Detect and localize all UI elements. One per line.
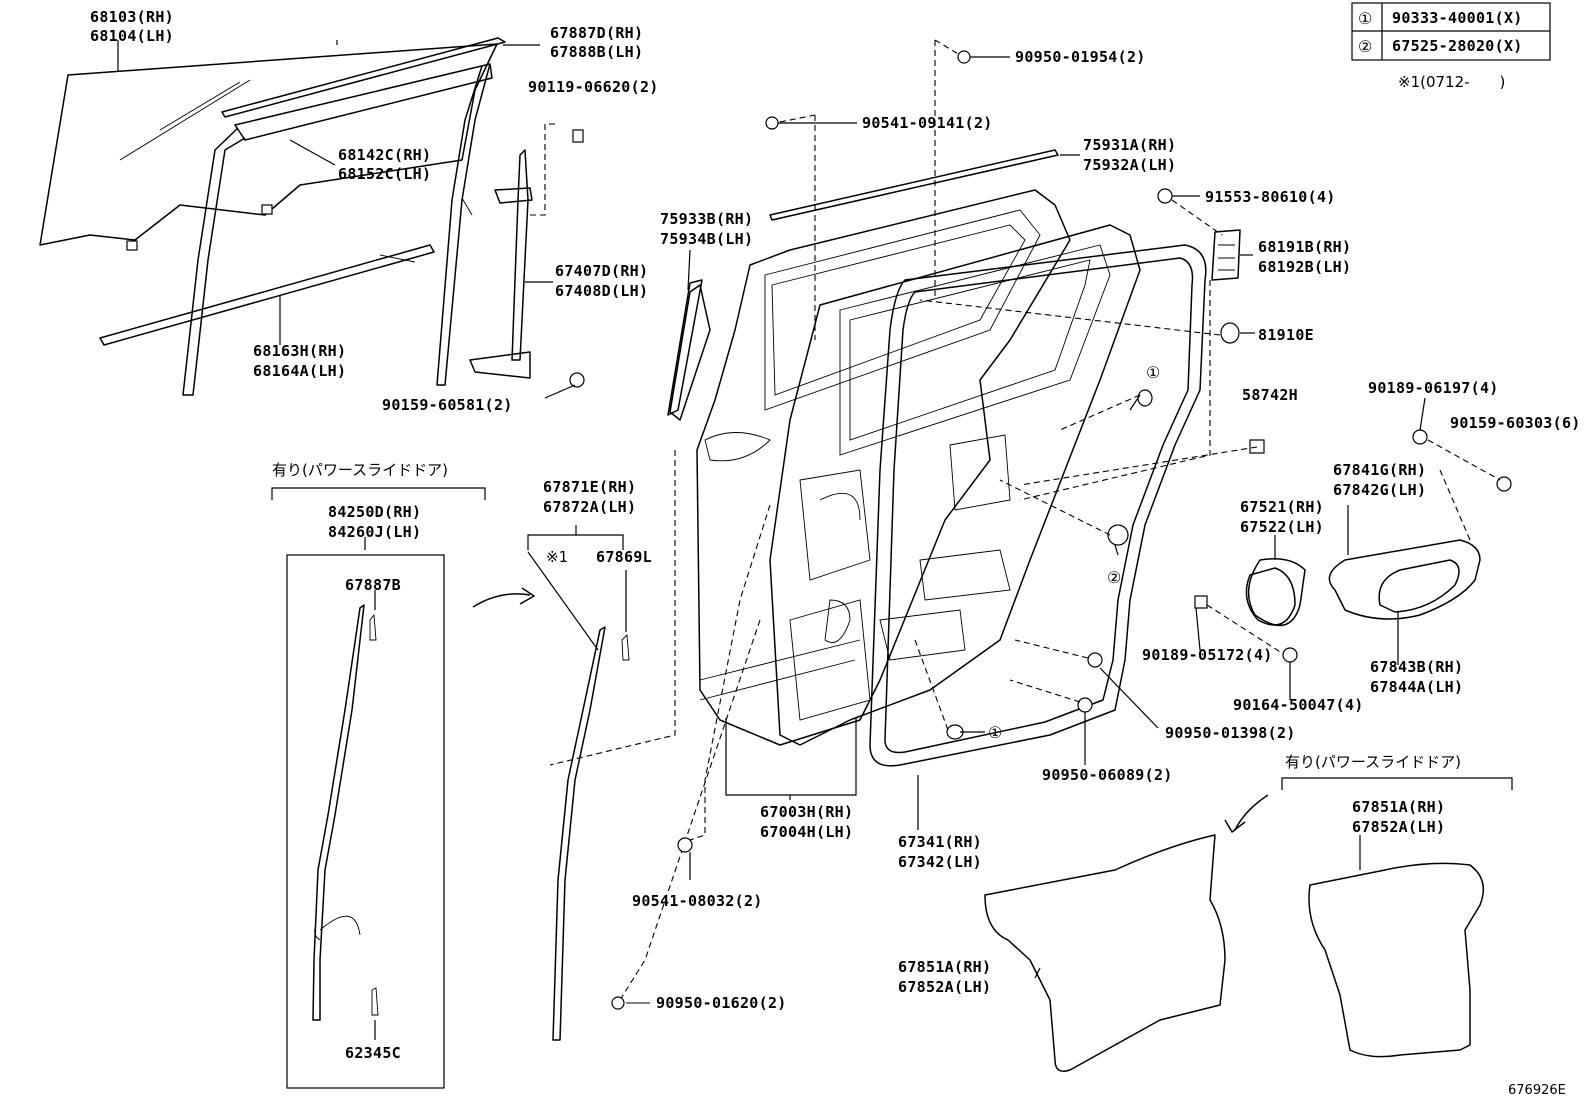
callout-90541-09141: 90541-09141(2) <box>862 114 993 132</box>
section-header-left: 有り(パワースライドドア) <box>272 461 448 479</box>
inner-trim-handle <box>1328 539 1481 620</box>
callout-67851a-right-lh: 67852A(LH) <box>1352 818 1445 836</box>
callout-75933b-lh: 75934B(LH) <box>660 230 753 248</box>
callout-67887b: 67887B <box>345 576 401 594</box>
belt-trim <box>669 284 711 421</box>
door-trim-panel-right <box>1308 862 1485 1058</box>
legend-marker-1: ① <box>1358 9 1372 28</box>
callout-68142c-lh: 68152C(LH) <box>338 165 431 183</box>
door-front-run <box>667 279 703 416</box>
marker-2: ② <box>1107 568 1121 587</box>
callout-62345c: 62345C <box>345 1044 401 1062</box>
callout-67851a-left-rh: 67851A(RH) <box>898 958 991 976</box>
callout-90159-60581: 90159-60581(2) <box>382 396 513 414</box>
marker-note-1: ※1 <box>546 548 568 566</box>
marker-1-upper: ① <box>1146 363 1160 382</box>
marker-1-lower: ① <box>988 723 1002 742</box>
door-weatherstrip <box>869 244 1207 767</box>
legend-part-2: 67525-28020(X) <box>1392 37 1523 55</box>
callout-68191b-lh: 68192B(LH) <box>1258 258 1351 276</box>
callout-68191b-rh: 68191B(RH) <box>1258 238 1351 256</box>
callout-75933b-rh: 75933B(RH) <box>660 210 753 228</box>
callout-68103-lh: 68104(LH) <box>90 27 174 45</box>
callout-67341-lh: 67342(LH) <box>898 853 982 871</box>
callout-67851a-left-lh: 67852A(LH) <box>898 978 991 996</box>
callout-67521-rh: 67521(RH) <box>1240 498 1324 516</box>
callout-90541-08032: 90541-08032(2) <box>632 892 763 910</box>
callout-90950-01954: 90950-01954(2) <box>1015 48 1146 66</box>
section-header-right: 有り(パワースライドドア) <box>1285 753 1461 771</box>
callout-67003h-lh: 67004H(LH) <box>760 823 853 841</box>
callout-68103-rh: 68103(RH) <box>90 8 174 26</box>
callout-75931a-lh: 75932A(LH) <box>1083 156 1176 174</box>
figure-id: 676926E <box>1508 1083 1566 1098</box>
legend-marker-2: ② <box>1358 37 1372 56</box>
callout-90159-60303: 90159-60303(6) <box>1450 414 1581 432</box>
callout-67851a-right-rh: 67851A(RH) <box>1352 798 1445 816</box>
callout-90164: 90164-50047(4) <box>1233 696 1364 714</box>
hinge-plate <box>1211 229 1241 281</box>
callout-67843b-rh: 67843B(RH) <box>1370 658 1463 676</box>
callout-81910e: 81910E <box>1258 326 1314 344</box>
callout-67871e-rh: 67871E(RH) <box>543 478 636 496</box>
callout-90189-06197: 90189-06197(4) <box>1368 379 1499 397</box>
callout-58742h: 58742H <box>1242 386 1298 404</box>
callout-67871e-lh: 67872A(LH) <box>543 498 636 516</box>
callout-67843b-lh: 67844A(LH) <box>1370 678 1463 696</box>
callout-68142c-rh: 68142C(RH) <box>338 146 431 164</box>
window-glass <box>39 43 498 251</box>
callout-labels: 68103(RH) 68104(LH) 67887D(RH) 67888B(LH… <box>90 8 1581 1098</box>
callout-90950-01620: 90950-01620(2) <box>656 994 787 1012</box>
power-slide-box <box>286 554 445 1089</box>
callout-67003h-rh: 67003H(RH) <box>760 803 853 821</box>
callout-90950-06089: 90950-06089(2) <box>1042 766 1173 784</box>
callout-75931a-rh: 75931A(RH) <box>1083 136 1176 154</box>
callout-90189-05172: 90189-05172(4) <box>1142 646 1273 664</box>
legend-part-1: 90333-40001(X) <box>1392 9 1523 27</box>
callout-67341-rh: 67341(RH) <box>898 833 982 851</box>
window-frame-run <box>182 37 506 396</box>
roof-molding <box>769 149 1059 221</box>
legend-footnote: ※1(0712- ) <box>1398 73 1505 91</box>
callout-84250d-rh: 84250D(RH) <box>328 503 421 521</box>
handle-bezel <box>1245 558 1306 627</box>
callout-91553: 91553-80610(4) <box>1205 188 1336 206</box>
callout-67521-lh: 67522(LH) <box>1240 518 1324 536</box>
callout-67841g-rh: 67841G(RH) <box>1333 461 1426 479</box>
callout-68163h-lh: 68164A(LH) <box>253 362 346 380</box>
door-trim-panel-left <box>984 834 1226 1072</box>
callout-68163h-rh: 68163H(RH) <box>253 342 346 360</box>
callout-67407d-lh: 67408D(LH) <box>555 282 648 300</box>
leader-lines <box>117 40 1426 1040</box>
door-shell <box>696 189 1071 746</box>
callout-67887d-lh: 67888B(LH) <box>550 43 643 61</box>
belt-molding <box>99 244 435 346</box>
callout-67869l: 67869L <box>596 548 652 566</box>
division-bar <box>469 149 533 379</box>
callout-84250d-lh: 84260J(LH) <box>328 523 421 541</box>
callout-67407d-rh: 67407D(RH) <box>555 262 648 280</box>
front-weatherstrip <box>552 626 606 1041</box>
callout-67887d-rh: 67887D(RH) <box>550 24 643 42</box>
callout-90950-01398: 90950-01398(2) <box>1165 724 1296 742</box>
door-inner-panel <box>769 224 1141 746</box>
callout-67841g-lh: 67842G(LH) <box>1333 481 1426 499</box>
callout-90119: 90119-06620(2) <box>528 78 659 96</box>
legend-table: ① 90333-40001(X) ② 67525-28020(X) ※1(071… <box>1351 2 1551 91</box>
